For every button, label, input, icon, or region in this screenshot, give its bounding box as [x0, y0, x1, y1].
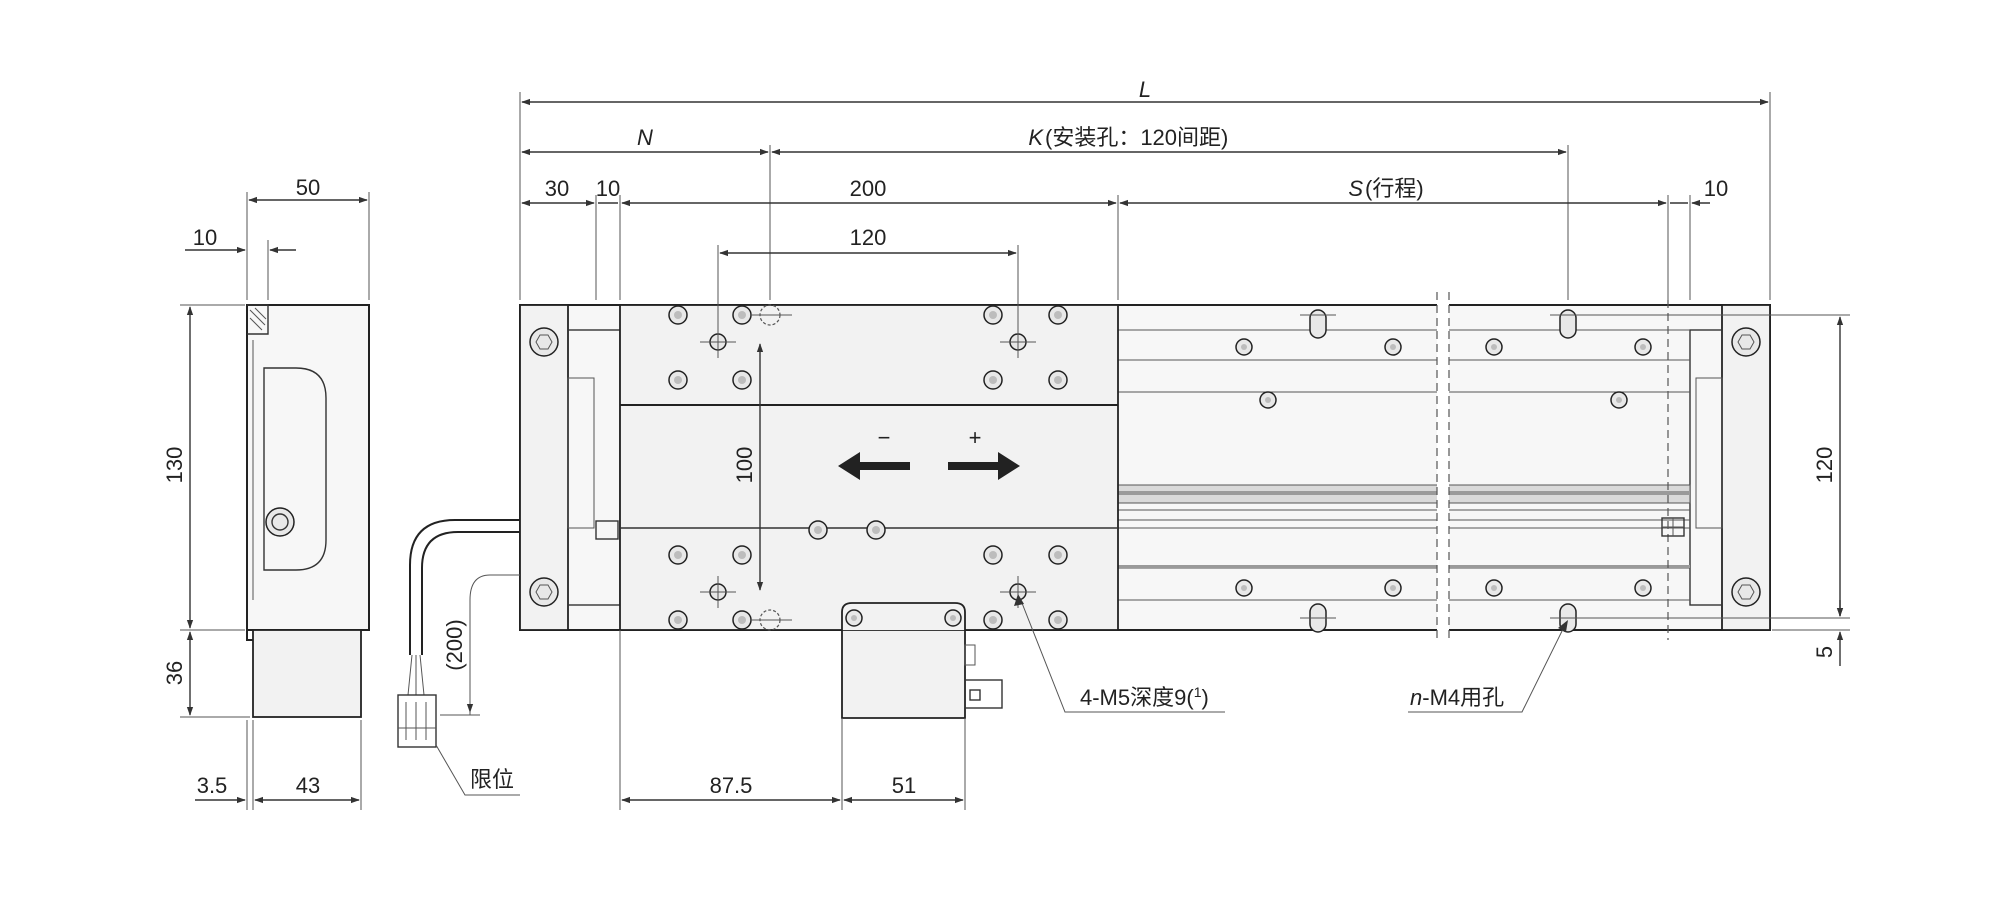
right-dimensions: 120 5 — [1580, 314, 1850, 666]
dim-120-top: 120 — [850, 225, 887, 250]
body-holes — [1235, 309, 1850, 633]
cable-connector: (200) 限位 — [397, 519, 520, 796]
dim-130: 130 — [162, 447, 187, 484]
top-dimensions: L N K (安装孔：120间距) 30 10 200 S (行程) 10 12… — [519, 77, 1771, 330]
dim-43: 43 — [296, 773, 320, 798]
dim-51: 51 — [892, 773, 916, 798]
dim-36: 36 — [162, 661, 187, 685]
dim-S-note: (行程) — [1365, 176, 1424, 201]
m5-holes — [700, 304, 1036, 631]
dim-K-letter: K — [1028, 125, 1044, 150]
side-dimensions: 50 10 130 36 3.5 43 — [162, 175, 370, 810]
dim-200-cable: (200) — [442, 619, 467, 670]
callout-m4: n-M4用孔 — [1408, 620, 1568, 713]
carriage-holes — [668, 305, 1068, 630]
m5-callout-sup: 1 — [1194, 684, 1202, 700]
dim-S-letter: S — [1348, 176, 1363, 201]
dim-200: 200 — [850, 176, 887, 201]
minus-sign: − — [878, 425, 891, 450]
m5-callout-close: ) — [1201, 685, 1208, 710]
plus-sign: + — [969, 425, 982, 450]
dim-5: 5 — [1812, 646, 1837, 658]
svg-text:n-M4用孔: n-M4用孔 — [1410, 685, 1504, 710]
m4-callout-text: -M4用孔 — [1422, 685, 1504, 710]
minus-direction-arrow-icon — [838, 452, 910, 480]
dim-30: 30 — [545, 176, 569, 201]
side-view — [246, 304, 370, 718]
dim-100: 100 — [732, 447, 757, 484]
m5-callout-text: 4-M5深度9( — [1080, 685, 1194, 710]
top-view: − + 100 — [519, 292, 1850, 719]
dim-87-5: 87.5 — [710, 773, 753, 798]
dim-3-5: 3.5 — [197, 773, 228, 798]
dim-L: L — [1139, 77, 1151, 102]
dim-N: N — [637, 125, 653, 150]
svg-text:4-M5深度9(1): 4-M5深度9(1) — [1080, 684, 1209, 710]
dim-10-right: 10 — [1704, 176, 1728, 201]
m4-callout-n: n — [1410, 685, 1422, 710]
bottom-dimensions: 87.5 51 — [619, 630, 966, 810]
dim-K-note: (安装孔：120间距) — [1045, 125, 1228, 150]
dim-50: 50 — [296, 175, 320, 200]
dim-10-left: 10 — [596, 176, 620, 201]
plus-direction-arrow-icon — [948, 452, 1020, 480]
limit-label: 限位 — [470, 767, 514, 792]
callout-m5: 4-M5深度9(1) — [1014, 594, 1225, 713]
dim-10-side: 10 — [193, 225, 217, 250]
dim-120-right: 120 — [1812, 447, 1837, 484]
